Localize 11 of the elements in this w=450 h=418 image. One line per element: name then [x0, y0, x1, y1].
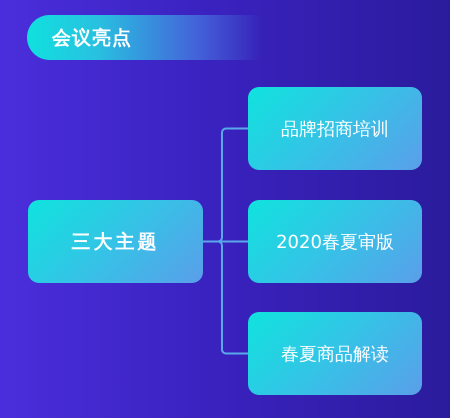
- heading-banner: [27, 15, 262, 60]
- subtopic-box: [248, 87, 422, 170]
- topic-box: [28, 200, 203, 283]
- subtopic-box: [248, 200, 422, 283]
- topic-label: 三大主题: [72, 230, 160, 254]
- subtopic-label: 2020春夏审版: [276, 230, 394, 254]
- subtopic-label: 品牌招商培训: [281, 118, 389, 140]
- connector-line: [203, 240, 248, 354]
- subtopic-box: [248, 312, 422, 395]
- heading-label: 会议亮点: [52, 26, 132, 50]
- subtopic-label: 春夏商品解读: [281, 342, 389, 366]
